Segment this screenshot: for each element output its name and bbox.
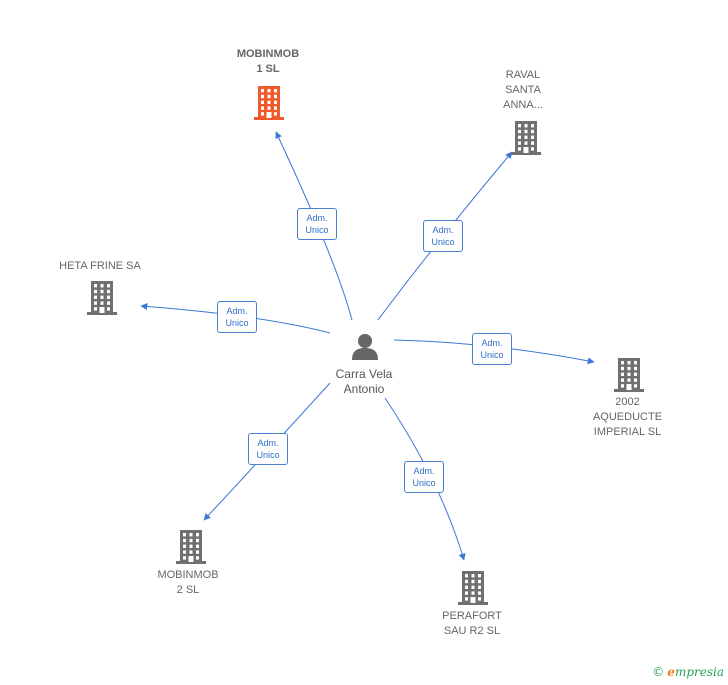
- company-name-heta[interactable]: HETA FRINE SA: [59, 260, 141, 272]
- person-name[interactable]: Carra Vela Antonio: [335, 367, 393, 396]
- copyright-icon: ©: [652, 665, 665, 679]
- building-icon[interactable]: [455, 568, 491, 606]
- building-icon[interactable]: [173, 527, 209, 565]
- role-badge-perafort[interactable]: Adm. Unico: [404, 461, 444, 493]
- brand-logo-text: mpresia: [674, 665, 724, 679]
- company-name-mobinmob1[interactable]: MOBINMOB 1 SL: [236, 48, 300, 75]
- edge-mobinmob1: [275, 131, 353, 321]
- building-icon[interactable]: [84, 278, 120, 316]
- building-icon[interactable]: [508, 118, 544, 156]
- building-icon[interactable]: [251, 83, 287, 121]
- footer-brand: ©empresia: [652, 665, 724, 679]
- company-name-mobinmob2[interactable]: MOBINMOB 2 SL: [157, 569, 219, 596]
- brand-logo-e: e: [667, 665, 675, 679]
- person-icon[interactable]: [352, 334, 378, 360]
- role-badge-raval[interactable]: Adm. Unico: [423, 220, 463, 252]
- role-badge-aqueducte[interactable]: Adm. Unico: [472, 333, 512, 365]
- role-badge-heta[interactable]: Adm. Unico: [217, 301, 257, 333]
- building-icon[interactable]: [611, 355, 647, 393]
- company-name-raval[interactable]: RAVAL SANTA ANNA...: [503, 69, 543, 111]
- role-badge-mobinmob1[interactable]: Adm. Unico: [297, 208, 337, 240]
- company-name-aqueducte[interactable]: 2002 AQUEDUCTE IMPERIAL SL: [592, 396, 663, 438]
- role-badge-mobinmob2[interactable]: Adm. Unico: [248, 433, 288, 465]
- company-name-perafort[interactable]: PERAFORT SAU R2 SL: [442, 610, 502, 637]
